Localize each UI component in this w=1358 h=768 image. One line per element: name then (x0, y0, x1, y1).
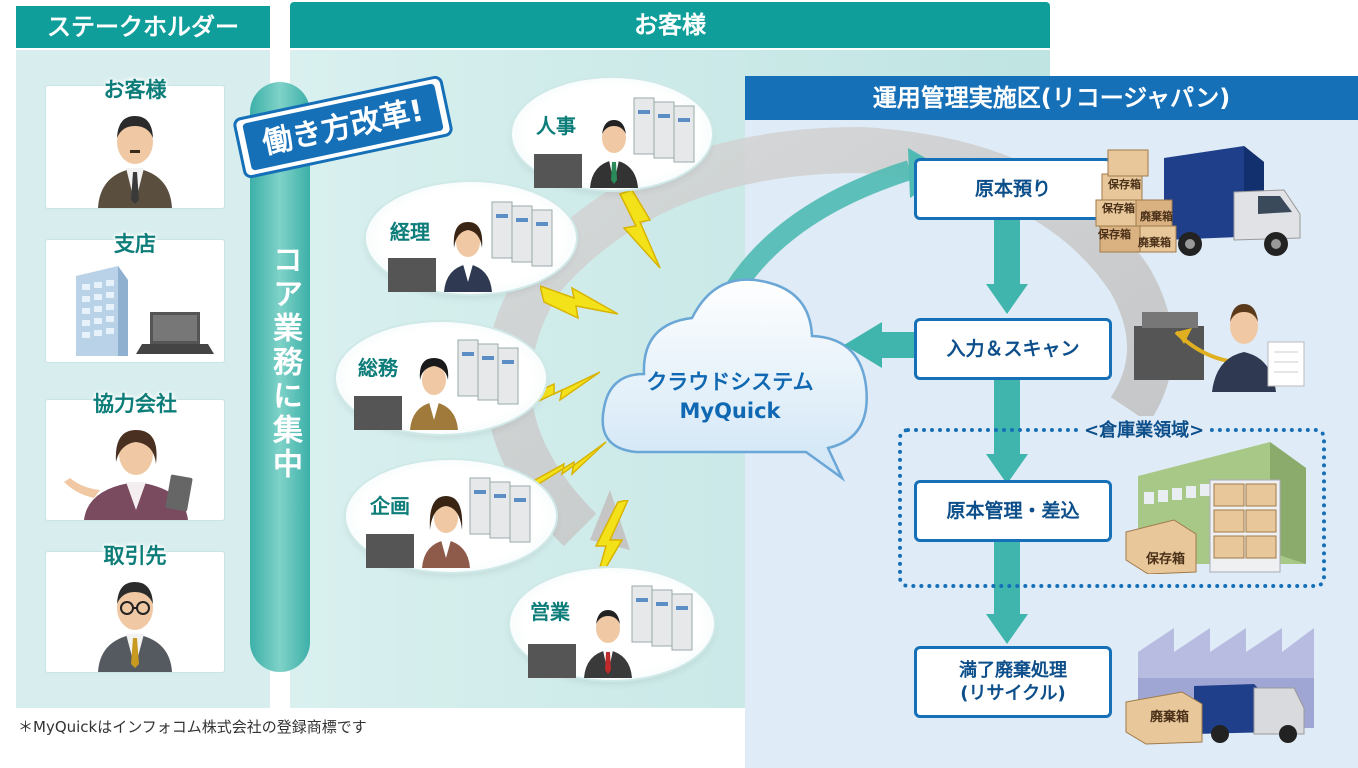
department-general-affairs: 総務 (336, 322, 546, 434)
stakeholder-card-partner: 協力会社 (46, 392, 224, 520)
office-worker-icon (388, 201, 553, 292)
box-label-storage: 保存箱 (1098, 228, 1131, 241)
box-label-disposal: 廃棄箱 (1150, 710, 1190, 725)
department-sales: 営業 (510, 568, 714, 680)
department-hr: 人事 (512, 78, 712, 190)
department-accounting: 経理 (366, 182, 576, 294)
cloud-icon (601, 278, 868, 482)
office-building-icon (76, 266, 214, 356)
stakeholder-label: お客様 (103, 78, 167, 102)
department-planning: 企画 (346, 460, 556, 572)
businessman-icon (98, 116, 172, 208)
process-disposal: 満了廃棄処理 (リサイクル) (914, 646, 1112, 718)
delivery-truck-icon (1095, 146, 1301, 256)
stakeholder-card-customer: お客様 (46, 78, 224, 208)
customer-area-header: お客様 (290, 2, 1050, 48)
department-label: 経理 (390, 220, 430, 244)
box-label-storage: 保存箱 (1102, 202, 1135, 215)
warehouse-icon (1125, 442, 1306, 574)
operations-area-header: 運用管理実施区(リコージャパン) (745, 76, 1358, 120)
lightning-icon (528, 441, 607, 489)
businesswoman-icon (64, 430, 193, 520)
department-label: 営業 (530, 600, 570, 624)
box-label-storage: 保存箱 (1108, 178, 1141, 191)
office-worker-icon (366, 477, 531, 568)
stakeholder-label: 支店 (114, 232, 156, 256)
process-original-management: 原本管理・差込 (914, 480, 1112, 542)
process-input-scan: 入力＆スキャン (914, 318, 1112, 380)
stakeholder-card-branch: 支店 (46, 232, 224, 362)
process-original-receipt: 原本預り (914, 158, 1112, 220)
lightning-icon (593, 500, 629, 589)
cloud-line2: MyQuick (679, 399, 781, 424)
cloud-system-label: クラウドシステム MyQuick (620, 368, 840, 427)
core-business-bar (250, 82, 310, 672)
core-business-text: コア業務に集中 (267, 244, 302, 482)
office-worker-icon (534, 97, 695, 188)
department-label: 人事 (536, 114, 576, 138)
lightning-icon (540, 285, 619, 320)
office-worker-icon (354, 339, 519, 430)
cloud-line1: クラウドシステム (646, 370, 814, 394)
department-label: 総務 (358, 356, 398, 380)
scanner-operator-icon (1134, 304, 1305, 392)
factory-icon (1125, 628, 1314, 745)
stakeholder-label: 取引先 (103, 544, 167, 568)
box-label-disposal: 廃棄箱 (1138, 236, 1171, 249)
office-worker-icon (528, 585, 693, 678)
warehouse-label: <倉庫業領域> (1078, 416, 1211, 442)
stakeholder-card-supplier: 取引先 (46, 544, 224, 672)
box-label-storage: 保存箱 (1146, 552, 1186, 567)
stakeholder-label: 協力会社 (93, 392, 177, 416)
box-label-disposal: 廃棄箱 (1140, 210, 1173, 223)
process-flow-arrows (844, 210, 1028, 644)
lightning-icon (618, 190, 661, 269)
department-label: 企画 (370, 494, 410, 518)
stakeholders-header: ステークホルダー (16, 6, 270, 48)
footnote: ＊MyQuickはインフォコム株式会社の登録商標です (18, 718, 367, 736)
businessman-glasses-icon (98, 582, 172, 672)
